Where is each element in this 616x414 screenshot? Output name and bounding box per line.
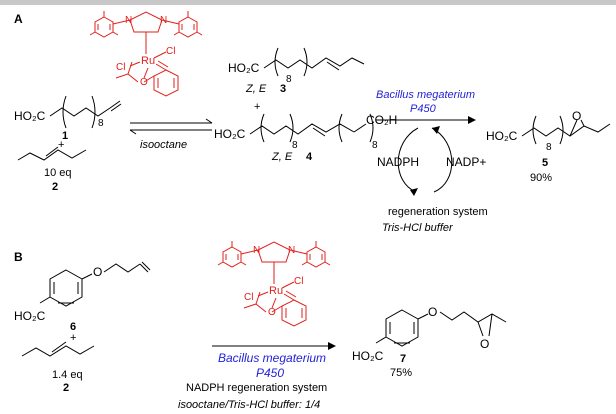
product-7-epoxide-o: O — [480, 337, 489, 351]
product-5-repeat: 8 — [546, 142, 552, 153]
reactant-1-number: 1 — [62, 130, 68, 142]
product-7-number: 7 — [400, 353, 406, 365]
enzyme-a-line1: Bacillus megaterium — [376, 89, 475, 101]
product-3-stereo: Z, E — [245, 83, 267, 95]
panel-a-plus-1: + — [58, 139, 64, 151]
equilibrium-arrow — [129, 118, 213, 135]
reaction-arrow-b — [212, 342, 336, 350]
product-4-number: 4 — [306, 151, 313, 163]
reactant-6: O HO₂C 6 — [14, 261, 151, 333]
catalyst-a-o: O — [140, 77, 148, 88]
reactant-1-repeat: 8 — [98, 118, 104, 129]
catalyst-a-cl-left: Cl — [116, 62, 125, 73]
product-3-number: 3 — [280, 83, 286, 95]
product-5-formula: HO₂C — [486, 129, 518, 143]
product-3-formula: HO₂C — [228, 61, 260, 75]
reactant-1-formula: HO₂C — [14, 109, 46, 123]
enzyme-a-line2: P450 — [410, 103, 437, 115]
product-3: HO₂C 8 Z, E 3 — [228, 47, 365, 95]
product-4: HO₂C CO₂H 8 8 Z, E 4 — [214, 113, 397, 163]
enzyme-b-line1: Bacillus megaterium — [218, 351, 326, 365]
product-5-number: 5 — [542, 157, 548, 169]
product-4-repeat-left: 8 — [292, 140, 298, 151]
catalyst-b: N N Ru Cl Cl O — [218, 241, 330, 326]
panel-a-plus-2: + — [254, 101, 260, 113]
reactant-6-ether-o: O — [93, 265, 102, 279]
catalyst-b-o: O — [268, 307, 276, 318]
catalyst-b-n-right: N — [288, 245, 295, 256]
product-5: HO₂C O 8 5 90% — [486, 109, 611, 184]
reactant-2-a-number: 2 — [52, 181, 58, 193]
cofactor-cycle — [397, 126, 453, 196]
catalyst-b-cl-top: Cl — [294, 276, 303, 287]
catalyst-a-cl-top: Cl — [166, 46, 175, 57]
catalyst-a: N N Ru Cl Cl O — [90, 11, 202, 96]
reactant-6-number: 6 — [70, 321, 76, 333]
panel-b-label: B — [14, 250, 23, 264]
panel-b-plus: + — [70, 332, 76, 344]
product-4-stereo: Z, E — [271, 151, 293, 163]
catalyst-b-n-left: N — [253, 245, 260, 256]
product-5-yield: 90% — [530, 172, 552, 184]
reactant-2-b-equiv: 1.4 eq — [52, 369, 83, 381]
top-bar — [0, 0, 616, 5]
reaction-arrow-a — [376, 116, 476, 124]
product-4-repeat-right: 8 — [372, 140, 378, 151]
cofactor-nadph: NADPH — [377, 155, 419, 169]
product-7-yield: 75% — [390, 367, 412, 379]
catalyst-a-n-right: N — [160, 15, 167, 26]
panel-a-label: A — [14, 12, 23, 26]
catalyst-a-n-left: N — [125, 15, 132, 26]
panel-a-buffer: Tris-HCl buffer — [382, 222, 454, 234]
catalyst-a-ru: Ru — [141, 55, 155, 67]
reactant-2-a-equiv: 10 eq — [44, 167, 72, 179]
panel-b-buffer: isooctane/Tris-HCl buffer: 1/4 — [178, 399, 320, 411]
enzyme-b-line2: P450 — [256, 366, 284, 380]
catalyst-b-cl-left: Cl — [244, 292, 253, 303]
product-7: O O HO₂C 7 75% — [352, 305, 507, 379]
reactant-2-b-number: 2 — [63, 382, 69, 394]
product-7-ether-o: O — [428, 305, 437, 319]
product-7-formula: HO₂C — [352, 349, 384, 363]
cofactor-nadp: NADP+ — [446, 155, 486, 169]
product-4-left: HO₂C — [214, 127, 246, 141]
panel-b-regeneration: NADPH regeneration system — [186, 382, 327, 394]
reactant-6-formula: HO₂C — [14, 309, 46, 323]
catalyst-b-ru: Ru — [269, 285, 283, 297]
reactant-1: HO₂C 8 1 — [14, 95, 122, 142]
panel-a-solvent: isooctane — [140, 139, 187, 151]
product-3-repeat: 8 — [286, 74, 292, 85]
reactant-2-a: 10 eq 2 — [17, 146, 87, 193]
product-5-epoxide-o: O — [572, 109, 581, 123]
reactant-2-b: 1.4 eq 2 — [21, 341, 95, 394]
panel-a-regeneration: regeneration system — [388, 206, 488, 218]
